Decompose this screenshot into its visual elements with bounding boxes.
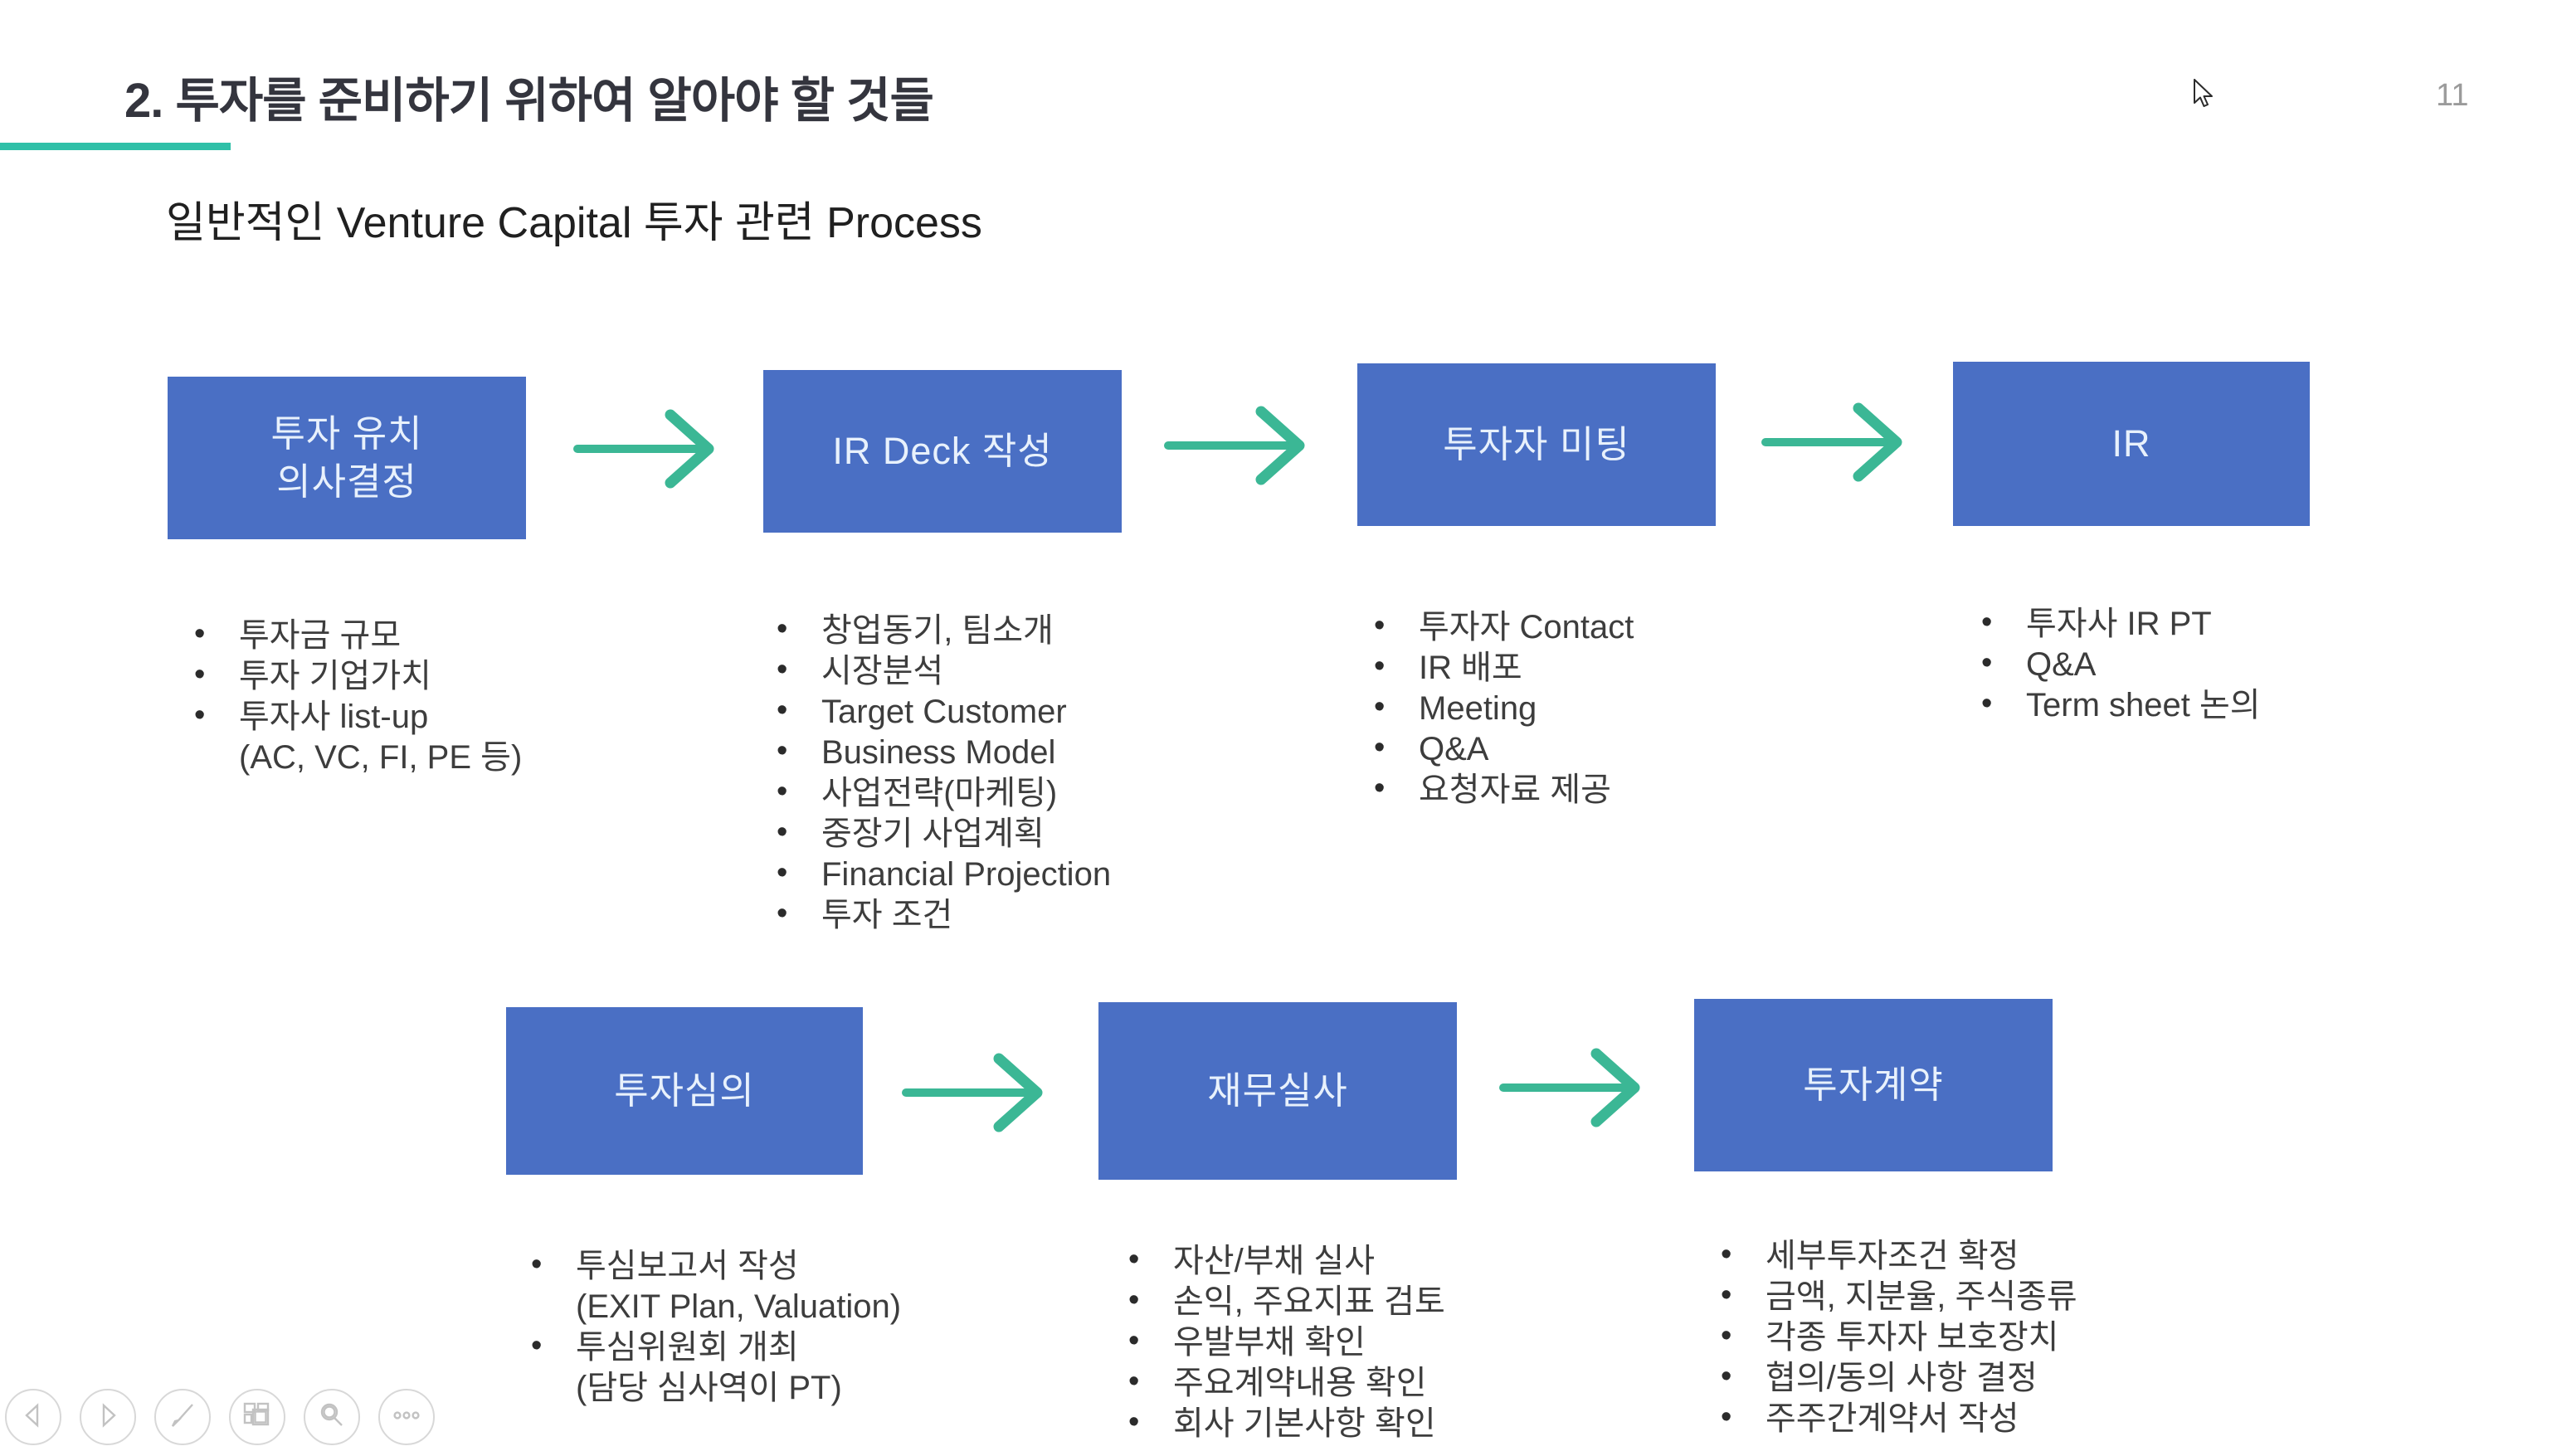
bullet-list-investment-review: 투심보고서 작성 (EXIT Plan, Valuation) 투심위원회 개최… bbox=[528, 1244, 902, 1409]
list-item: Target Customer bbox=[773, 690, 1111, 733]
list-item: 세부투자조건 확정 bbox=[1717, 1234, 2077, 1277]
list-item-continuation: (EXIT Plan, Valuation) bbox=[576, 1288, 902, 1325]
ellipsis-icon bbox=[391, 1400, 422, 1435]
flow-arrow-icon bbox=[1761, 397, 1918, 488]
flow-arrow-icon bbox=[1163, 400, 1321, 491]
list-item: 회사 기본사항 확인 bbox=[1125, 1402, 1445, 1444]
list-item: 사업전략(마케팅) bbox=[773, 772, 1111, 814]
slide-page-number: 11 bbox=[2436, 78, 2469, 113]
list-item-continuation: (AC, VC, FI, PE 등) bbox=[239, 739, 523, 776]
flow-step-ir-deck: IR Deck 작성 bbox=[763, 370, 1122, 533]
previous-slide-button[interactable] bbox=[5, 1389, 61, 1445]
list-item-continuation: (담당 심사역이 PT) bbox=[576, 1370, 842, 1406]
list-item: 금액, 지분율, 주식종류 bbox=[1717, 1275, 2077, 1317]
list-item: 투자사 IR PT bbox=[1978, 602, 2261, 645]
bullet-list-investment-decision: 투자금 규모 투자 기업가치 투자사 list-up (AC, VC, FI, … bbox=[191, 614, 523, 778]
flow-step-investment-review: 투자심의 bbox=[506, 1007, 863, 1175]
list-item: 투심위원회 개최 bbox=[528, 1326, 901, 1368]
pen-icon bbox=[168, 1400, 197, 1434]
list-item: 투자자 Contact bbox=[1371, 606, 1634, 648]
see-all-slides-button[interactable] bbox=[229, 1389, 285, 1445]
pen-tools-button[interactable] bbox=[154, 1389, 211, 1445]
flow-step-label: IR bbox=[2111, 421, 2151, 465]
list-item: 우발부채 확인 bbox=[1125, 1321, 1445, 1363]
next-slide-button[interactable] bbox=[80, 1389, 136, 1445]
flow-arrow-icon bbox=[901, 1047, 1059, 1138]
flow-step-label: 의사결정 bbox=[276, 460, 417, 503]
list-item: 요청자료 제공 bbox=[1371, 768, 1634, 811]
slide-subtitle: 일반적인 Venture Capital 투자 관련 Process bbox=[166, 199, 982, 247]
title-underline bbox=[0, 143, 231, 150]
flow-arrow-icon bbox=[572, 403, 730, 494]
list-item: IR 배포 bbox=[1371, 646, 1634, 689]
bullet-list-investor-meeting: 투자자 Contact IR 배포 Meeting Q&A 요청자료 제공 bbox=[1371, 606, 1634, 811]
slideshow-toolbar bbox=[5, 1389, 435, 1445]
flow-step-label: 투자심의 bbox=[614, 1069, 755, 1112]
more-options-button[interactable] bbox=[378, 1389, 435, 1445]
all-slides-icon bbox=[241, 1400, 273, 1435]
bullet-list-ir-deck: 창업동기, 팀소개 시장분석 Target Customer Business … bbox=[773, 609, 1111, 936]
flow-step-label: 투자계약 bbox=[1803, 1063, 1944, 1106]
list-item: 협의/동의 사항 결정 bbox=[1717, 1356, 2077, 1399]
list-item: 주주간계약서 작성 bbox=[1717, 1397, 2077, 1439]
mouse-cursor-icon bbox=[2193, 79, 2214, 114]
list-item: 창업동기, 팀소개 bbox=[773, 609, 1111, 651]
zoom-button[interactable] bbox=[304, 1389, 360, 1445]
list-item: 손익, 주요지표 검토 bbox=[1125, 1280, 1445, 1322]
flow-step-ir: IR bbox=[1953, 362, 2310, 526]
flow-step-investment-contract: 투자계약 bbox=[1694, 999, 2053, 1171]
list-item: 시장분석 bbox=[773, 650, 1111, 692]
list-item: Meeting bbox=[1371, 687, 1634, 729]
list-item: 투자사 list-up bbox=[191, 695, 522, 738]
flow-step-financial-dd: 재무실사 bbox=[1098, 1002, 1457, 1180]
magnifier-icon bbox=[317, 1400, 347, 1434]
list-item: Term sheet 논의 bbox=[1978, 684, 2261, 726]
list-item: 중장기 사업계획 bbox=[773, 812, 1111, 855]
list-item: Q&A bbox=[1371, 728, 1634, 770]
list-item: 투자 기업가치 bbox=[191, 655, 522, 697]
flow-arrow-icon bbox=[1498, 1042, 1656, 1133]
previous-icon bbox=[19, 1401, 47, 1434]
list-item: 주요계약내용 확인 bbox=[1125, 1361, 1445, 1404]
flow-step-label: 투자자 미팅 bbox=[1443, 422, 1630, 465]
flow-step-investment-decision: 투자 유치 의사결정 bbox=[168, 377, 526, 539]
list-item: Q&A bbox=[1978, 643, 2261, 685]
slide-title: 2. 투자를 준비하기 위하여 알아야 할 것들 bbox=[124, 74, 934, 128]
flow-step-label: 투자 유치 bbox=[270, 411, 423, 455]
list-item: 투자금 규모 bbox=[191, 614, 522, 656]
flow-step-label: 재무실사 bbox=[1207, 1069, 1348, 1112]
bullet-list-ir: 투자사 IR PT Q&A Term sheet 논의 bbox=[1978, 602, 2261, 726]
list-item: 각종 투자자 보호장치 bbox=[1717, 1316, 2077, 1358]
flow-step-label: IR Deck 작성 bbox=[832, 429, 1053, 472]
list-item: Financial Projection bbox=[773, 853, 1111, 895]
list-item: 자산/부채 실사 bbox=[1125, 1239, 1445, 1282]
bullet-list-financial-dd: 자산/부채 실사 손익, 주요지표 검토 우발부채 확인 주요계약내용 확인 회… bbox=[1125, 1239, 1445, 1444]
bullet-list-investment-contract: 세부투자조건 확정 금액, 지분율, 주식종류 각종 투자자 보호장치 협의/동… bbox=[1717, 1234, 2077, 1439]
list-item: Business Model bbox=[773, 731, 1111, 773]
list-item: 투자 조건 bbox=[773, 894, 1111, 936]
list-item: 투심보고서 작성 bbox=[528, 1244, 901, 1287]
flow-step-investor-meeting: 투자자 미팅 bbox=[1357, 363, 1716, 526]
next-icon bbox=[94, 1401, 122, 1434]
